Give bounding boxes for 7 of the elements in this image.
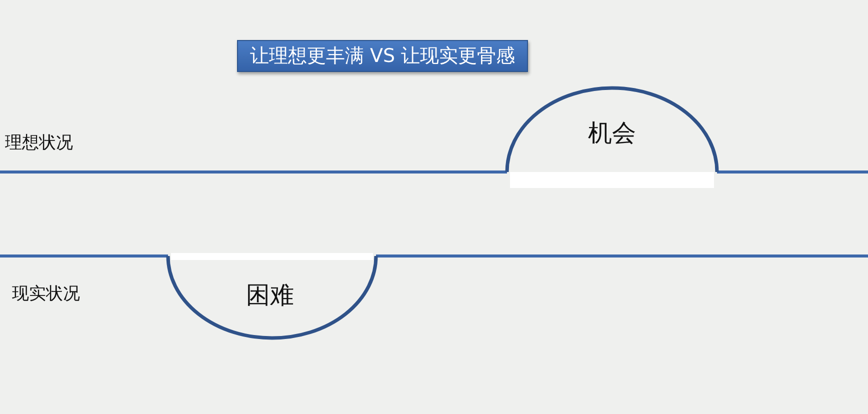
- node-label: 困难: [246, 281, 294, 309]
- row-label: 理想状况: [5, 133, 73, 153]
- node-label: 机会: [588, 119, 636, 147]
- semicircle-bump: [505, 86, 719, 188]
- title-banner: 让理想更丰满 VS 让现实更骨感: [237, 40, 528, 72]
- semicircle-dip: [166, 252, 378, 342]
- row-label: 现实状况: [12, 284, 80, 304]
